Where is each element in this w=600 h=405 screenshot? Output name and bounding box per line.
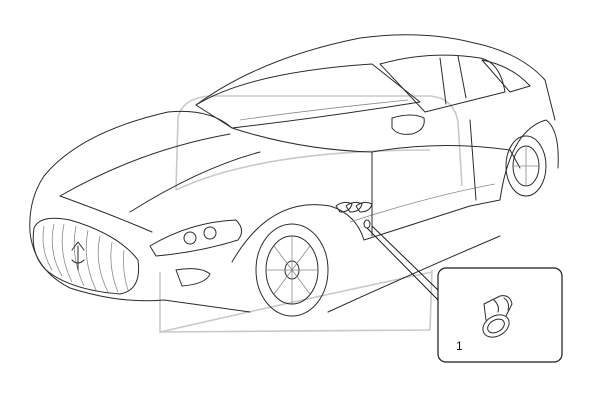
callout-box: 1 bbox=[437, 267, 563, 363]
side-vent bbox=[335, 201, 373, 213]
watermark-outline bbox=[159, 95, 463, 333]
callout-part-number: 1 bbox=[456, 339, 463, 353]
side-marker-lamp-part bbox=[482, 295, 513, 338]
car-outline bbox=[29, 34, 559, 317]
grille-bars bbox=[42, 223, 129, 293]
